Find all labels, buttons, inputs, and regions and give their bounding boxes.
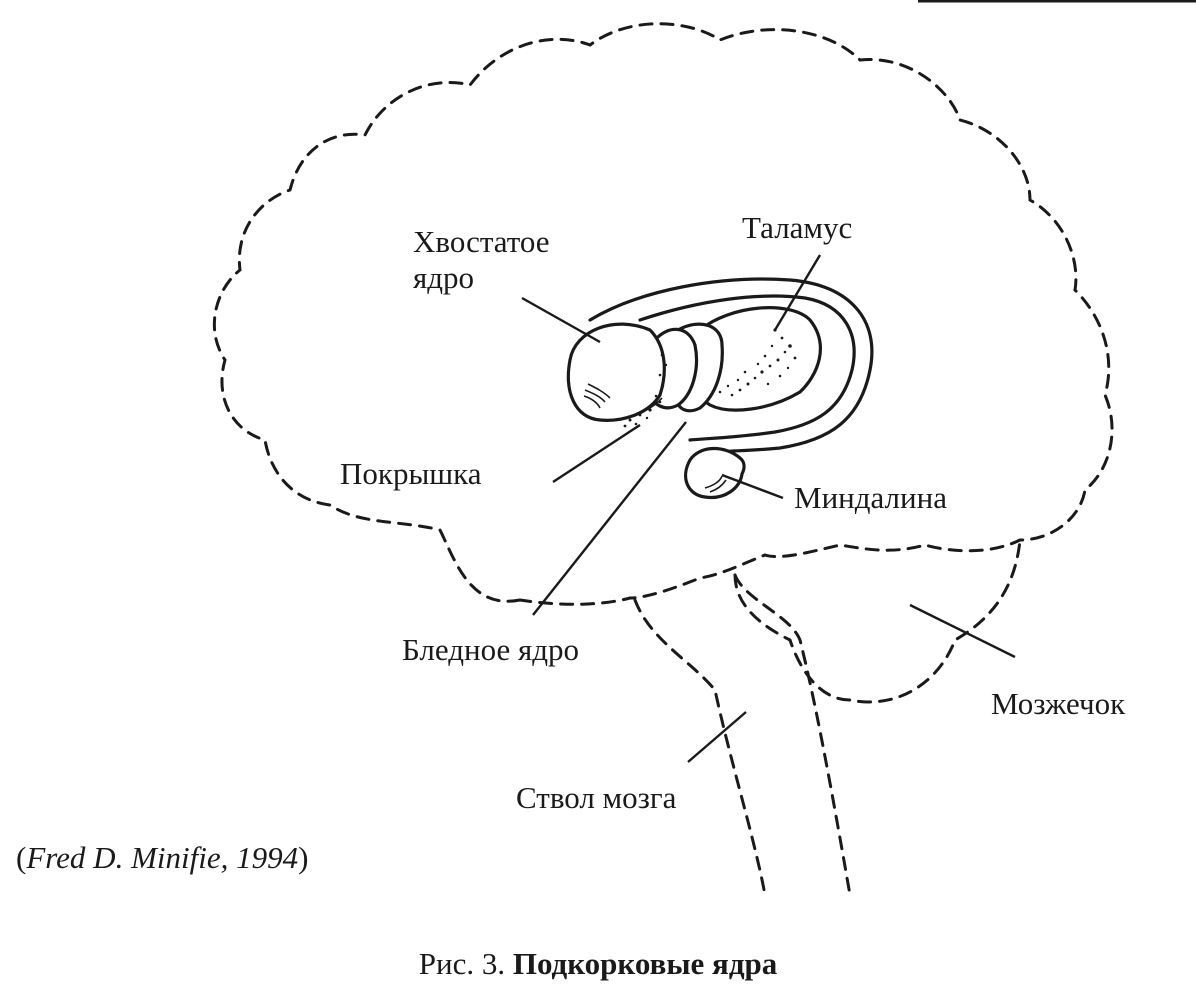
credit-text: Fred D. Minifie, 1994 [26, 840, 299, 875]
cerebrum-outline [212, 22, 1114, 606]
thalamus-leader [773, 254, 822, 331]
brainstem-right-outline [733, 573, 852, 897]
cerebellum-leader [909, 603, 1016, 659]
caudate-tail-outer [588, 277, 874, 457]
label-cerebellum: Мозжечок [991, 686, 1126, 721]
label-brainstem: Ствол мозга [516, 780, 677, 815]
caudate-leader [521, 296, 601, 344]
caption-prefix: Рис. 3. [418, 946, 513, 981]
source-credit: (Fred D. Minifie, 1994) [16, 840, 308, 876]
figure-caption: Рис. 3. Подкорковые ядра [0, 946, 1196, 982]
label-caudate: Хвостатое ядро [413, 224, 550, 295]
credit-close-paren: ) [298, 840, 309, 875]
caption-title: Подкорковые ядра [512, 946, 778, 981]
globus-pallidus-leader [532, 421, 687, 616]
caudate-tail-inner [638, 294, 856, 442]
credit-open-paren: ( [16, 840, 27, 875]
brainstem-leader [687, 711, 747, 763]
caudate-head-shape [566, 322, 666, 422]
label-putamen: Покрышка [340, 456, 482, 491]
label-globus-pallidus: Бледное ядро [402, 632, 579, 667]
tegmentum-stipple [623, 353, 668, 428]
putamen-leader [552, 423, 641, 484]
brainstem-left-outline [633, 598, 767, 897]
amygdala-shape [684, 446, 746, 500]
label-amygdala: Миндалина [794, 480, 947, 515]
amygdala-leader [721, 473, 784, 500]
label-thalamus: Таламус [742, 210, 853, 245]
amygdala-detail [704, 475, 727, 493]
caudate-head-detail [583, 383, 611, 409]
cerebellum-outline [733, 538, 1022, 704]
